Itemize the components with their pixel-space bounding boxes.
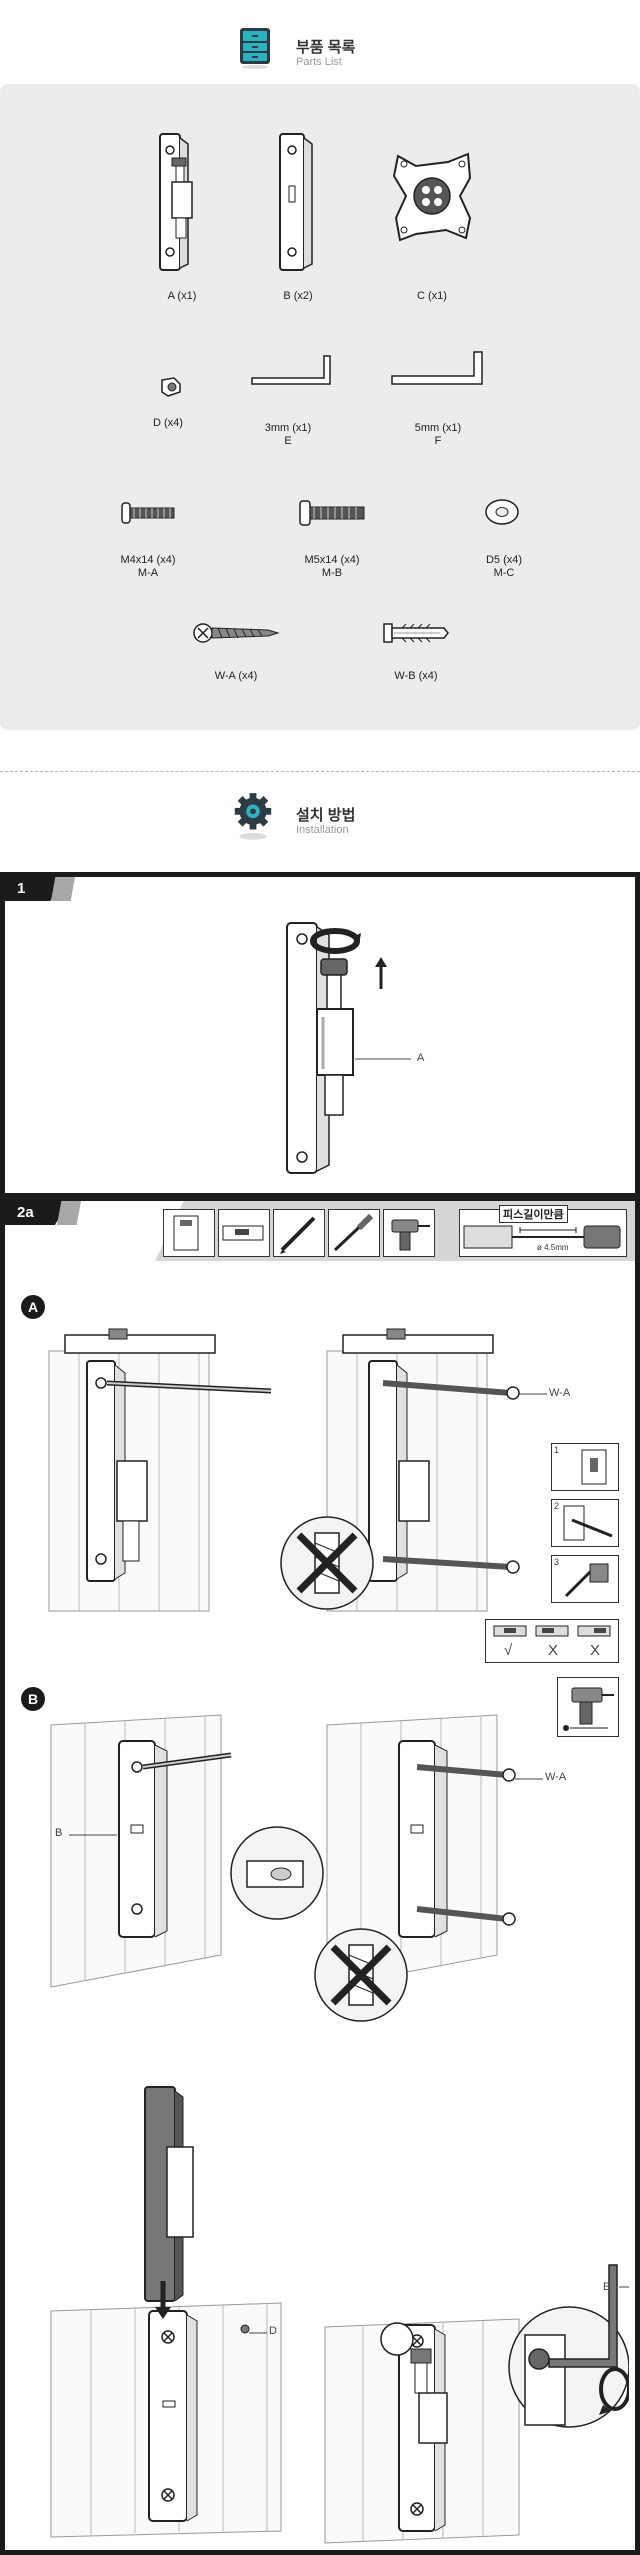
hole-depth-label: 피스길이만큼	[499, 1205, 568, 1223]
parts-list-title: 부품 목록	[296, 39, 356, 56]
installation-subtitle: Installation	[296, 824, 349, 836]
substep-b-wall-pencil	[50, 1714, 232, 1988]
part-f-size: 5mm (x1)	[414, 422, 462, 434]
part-b-plate-image	[279, 133, 313, 271]
inset-3-number: 3	[554, 1557, 560, 1567]
parts-panel: A (x1) B (x2) C (x1) D (x4) 3mm (x1) E 5…	[0, 84, 640, 730]
substep-b-badge: B	[21, 1687, 45, 1711]
screw-m-a-code: M-A	[137, 567, 159, 579]
level-icon	[222, 1225, 264, 1241]
substep-a-callout-wa: W-A	[549, 1387, 571, 1399]
tool-drill-box	[383, 1209, 435, 1257]
washer-m-c-image	[485, 499, 519, 525]
drill-diameter-label: ø 4.5mm	[537, 1243, 569, 1252]
step-1-callout-line	[355, 1058, 411, 1060]
step-2a-stripe	[57, 1201, 81, 1225]
screw-m-b-code: M-B	[321, 567, 343, 579]
inset-2-number: 2	[554, 1501, 560, 1511]
screw-m-b-image	[299, 500, 365, 526]
substep-b-magnifier	[230, 1826, 324, 1920]
check-ok-mark: √	[504, 1642, 513, 1659]
substep-a-wall-pencil	[48, 1328, 272, 1612]
check-x-mark-1: X	[548, 1642, 559, 1659]
part-f-label: 5mm (x1) F	[406, 422, 470, 448]
part-a-bracket-image	[159, 133, 193, 271]
part-c-label: C (x1)	[417, 290, 447, 302]
part-e-label: 3mm (x1) E	[256, 422, 320, 448]
part-a-label: A (x1)	[167, 290, 197, 302]
screw-m-b-size: M5x14 (x4)	[304, 554, 360, 566]
step-1-callout-a: A	[417, 1052, 425, 1064]
part-c-vesa-plate-image	[392, 152, 472, 242]
substep-b-no-anchor-icon	[314, 1928, 408, 2022]
substep-a-inset-1: 1	[551, 1443, 619, 1491]
screw-m-a-size: M4x14 (x4)	[120, 554, 176, 566]
substep-a-inset-2: 2	[551, 1499, 619, 1547]
washer-m-c-size: D5 (x4)	[485, 554, 523, 566]
drill-icon	[391, 1219, 430, 1251]
part-d-label: D (x4)	[153, 417, 183, 429]
part-d-spacer-image	[161, 377, 181, 397]
parts-list-subtitle: Parts List	[296, 56, 342, 68]
inset-2-illustration	[563, 1505, 613, 1541]
screw-m-b-label: M5x14 (x4) M-B	[294, 554, 370, 580]
installation-title: 설치 방법	[296, 807, 356, 824]
drill-inset-icon	[563, 1687, 614, 1731]
pencil-icon	[280, 1216, 316, 1254]
screw-m-a-image	[121, 502, 175, 524]
step-2a-number: 2a	[5, 1201, 69, 1225]
washer-m-c-label: D5 (x4) M-C	[466, 554, 542, 580]
wall-anchor-w-b-image	[383, 623, 449, 643]
section-divider	[0, 771, 640, 772]
installation-header: 설치 방법 Installation	[0, 793, 640, 854]
substep-a-no-anchor-icon	[280, 1516, 374, 1610]
step-2a-panel: 2a 피스길이만큼 ø 4.5mm A	[0, 1196, 640, 2555]
part-e-hex-key-image	[251, 355, 331, 385]
attach-bracket-illustration	[50, 2086, 282, 2538]
gear-icon	[234, 793, 272, 840]
callout-e: E	[603, 2281, 611, 2293]
substep-b-callout-b: B	[55, 1827, 63, 1839]
part-f-hex-key-image	[391, 351, 483, 385]
pencil-level-icon	[173, 1215, 199, 1251]
tool-pencil-box	[163, 1209, 215, 1257]
washer-m-c-code: M-C	[493, 567, 515, 579]
part-e-size: 3mm (x1)	[264, 422, 312, 434]
tighten-hex-key-illustration	[324, 2264, 629, 2544]
part-e-code: E	[284, 435, 292, 447]
drill-bit-depth-icon	[463, 1225, 621, 1249]
tool-screwdriver-box	[328, 1209, 380, 1257]
substep-b-callout-wa: W-A	[545, 1771, 567, 1783]
check-row-illustration	[493, 1625, 611, 1637]
inset-3-illustration	[564, 1563, 609, 1598]
wood-screw-w-a-label: W-A (x4)	[214, 670, 258, 682]
callout-d-line	[249, 2332, 267, 2334]
part-b-label: B (x2)	[283, 290, 313, 302]
screw-m-a-label: M4x14 (x4) M-A	[110, 554, 186, 580]
substep-a-badge: A	[21, 1295, 45, 1319]
wall-anchor-w-b-label: W-B (x4)	[394, 670, 438, 682]
step-1-panel: 1 A	[0, 872, 640, 1198]
inset-1-number: 1	[554, 1445, 560, 1455]
step-1-illustration	[286, 922, 387, 1174]
toolbox-icon	[240, 28, 270, 69]
substep-a-check-row: √ X X	[485, 1619, 619, 1663]
tool-level-box	[218, 1209, 270, 1257]
check-x-mark-2: X	[590, 1642, 601, 1659]
substep-b-drill-inset	[557, 1677, 619, 1737]
step-1-stripe	[51, 877, 75, 901]
tool-pencil2-box	[273, 1209, 325, 1257]
substep-b-callout-b-line	[69, 1834, 117, 1836]
substep-a-callout-line	[519, 1393, 547, 1395]
substep-b-wall-screws	[326, 1714, 516, 1988]
substep-b-callout-wa-line	[515, 1778, 543, 1780]
inset-1-illustration	[581, 1449, 607, 1485]
substep-a-inset-3: 3	[551, 1555, 619, 1603]
wood-screw-w-a-image	[193, 623, 280, 643]
screwdriver-icon	[333, 1213, 374, 1252]
parts-list-header: 부품 목록 Parts List	[0, 26, 640, 86]
part-f-code: F	[434, 435, 442, 447]
callout-d: D	[269, 2325, 277, 2337]
